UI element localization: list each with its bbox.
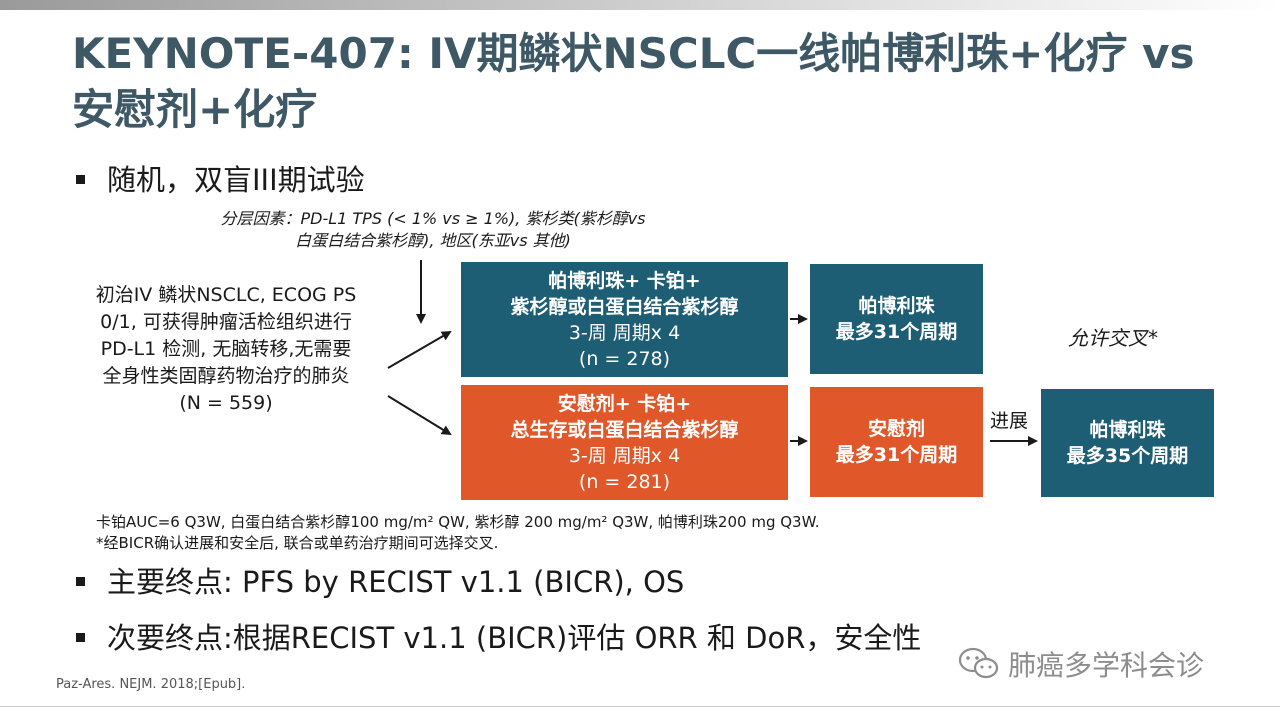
arm1-maintenance-box: 帕博利珠 最多31个周期: [810, 264, 983, 374]
population-line: (N = 559): [179, 392, 273, 414]
bullet-marker: [76, 174, 85, 184]
arm1-maintenance-line: 最多31个周期: [835, 321, 958, 343]
bottom-divider: [0, 706, 1280, 707]
bullet-primary-endpoint: 主要终点: PFS by RECIST v1.1 (BICR), OS: [76, 564, 684, 600]
arm2-line: 安慰剂+ 卡铂+: [557, 392, 692, 415]
arm1-line: 3-周 周期x 4: [568, 321, 681, 344]
arm1-maintenance-line: 帕博利珠: [858, 295, 935, 317]
watermark-text: 肺癌多学科会诊: [1008, 649, 1205, 682]
arm2-maintenance-box: 安慰剂 最多31个周期: [810, 387, 983, 497]
arm1-line: (n = 278): [578, 347, 671, 370]
slide-title: KEYNOTE-407: IV期鳞状NSCLC一线帕博利珠+化疗 vs 安慰剂+…: [72, 29, 1195, 134]
stratification-line: 分层因素：PD-L1 TPS (< 1% vs ≥ 1%), 紫杉类(紫杉醇vs: [220, 209, 646, 228]
footnote-line: *经BICR确认进展和安全后, 联合或单药治疗期间可选择交叉.: [96, 534, 499, 552]
arm1-line: 紫杉醇或白蛋白结合紫杉醇: [510, 295, 739, 318]
population-line: 初治IV 鳞状NSCLC, ECOG PS: [95, 284, 357, 306]
crossover-line: 最多35个周期: [1066, 445, 1189, 467]
crossover-line: 帕博利珠: [1089, 419, 1166, 441]
footnote-line: 卡铂AUC=6 Q3W, 白蛋白结合紫杉醇100 mg/m² QW, 紫杉醇 2…: [96, 513, 820, 531]
population-line: PD-L1 检测, 无脑转移,无需要: [100, 338, 352, 360]
arm2-line: 总生存或白蛋白结合紫杉醇: [510, 418, 739, 441]
bullet-secondary-endpoint: 次要终点:根据RECIST v1.1 (BICR)评估 ORR 和 DoR，安全…: [76, 620, 921, 656]
population-line: 全身性类固醇药物治疗的肺炎: [102, 365, 350, 387]
crossover-label: 允许交叉*: [1068, 326, 1158, 350]
bullet-text: 随机，双盲III期试验: [107, 163, 365, 197]
stratification-factors: 分层因素：PD-L1 TPS (< 1% vs ≥ 1%), 紫杉类(紫杉醇vs…: [198, 208, 668, 252]
dosing-footnote: 卡铂AUC=6 Q3W, 白蛋白结合紫杉醇100 mg/m² QW, 紫杉醇 2…: [96, 512, 819, 554]
crossover-pembrolizumab-box: 帕博利珠 最多35个周期: [1041, 389, 1214, 497]
reference-citation: Paz-Ares. NEJM. 2018;[Epub].: [56, 677, 246, 692]
wechat-icon: [958, 647, 999, 679]
top-decorative-bar: [0, 0, 1280, 10]
bullet-marker: [76, 576, 85, 586]
progression-label: 进展: [990, 410, 1029, 432]
bullet-text: 主要终点: PFS by RECIST v1.1 (BICR), OS: [107, 565, 685, 599]
bullet-text: 次要终点:根据RECIST v1.1 (BICR)评估 ORR 和 DoR，安全…: [107, 621, 922, 655]
arm2-line: (n = 281): [578, 470, 671, 493]
arm2-placebo-box: 安慰剂+ 卡铂+ 总生存或白蛋白结合紫杉醇 3-周 周期x 4 (n = 281…: [461, 385, 788, 500]
arm1-pembrolizumab-box: 帕博利珠+ 卡铂+ 紫杉醇或白蛋白结合紫杉醇 3-周 周期x 4 (n = 27…: [461, 262, 788, 377]
stratification-line: 白蛋白结合紫杉醇), 地区(东亚vs 其他): [295, 231, 571, 250]
watermark: 肺癌多学科会诊: [958, 644, 1204, 684]
population-line: 0/1, 可获得肿瘤活检组织进行: [100, 311, 352, 333]
bullet-marker: [76, 632, 85, 642]
bullet-trial-design: 随机，双盲III期试验: [76, 162, 365, 198]
arm2-maintenance-line: 最多31个周期: [835, 444, 958, 466]
patient-population: 初治IV 鳞状NSCLC, ECOG PS 0/1, 可获得肿瘤活检组织进行 P…: [56, 282, 396, 417]
arm1-line: 帕博利珠+ 卡铂+: [548, 269, 701, 292]
arm2-line: 3-周 周期x 4: [568, 444, 681, 467]
randomization-arrow-up: [387, 330, 452, 369]
arm2-maintenance-line: 安慰剂: [867, 418, 925, 440]
randomization-arrow-down: [387, 395, 452, 436]
